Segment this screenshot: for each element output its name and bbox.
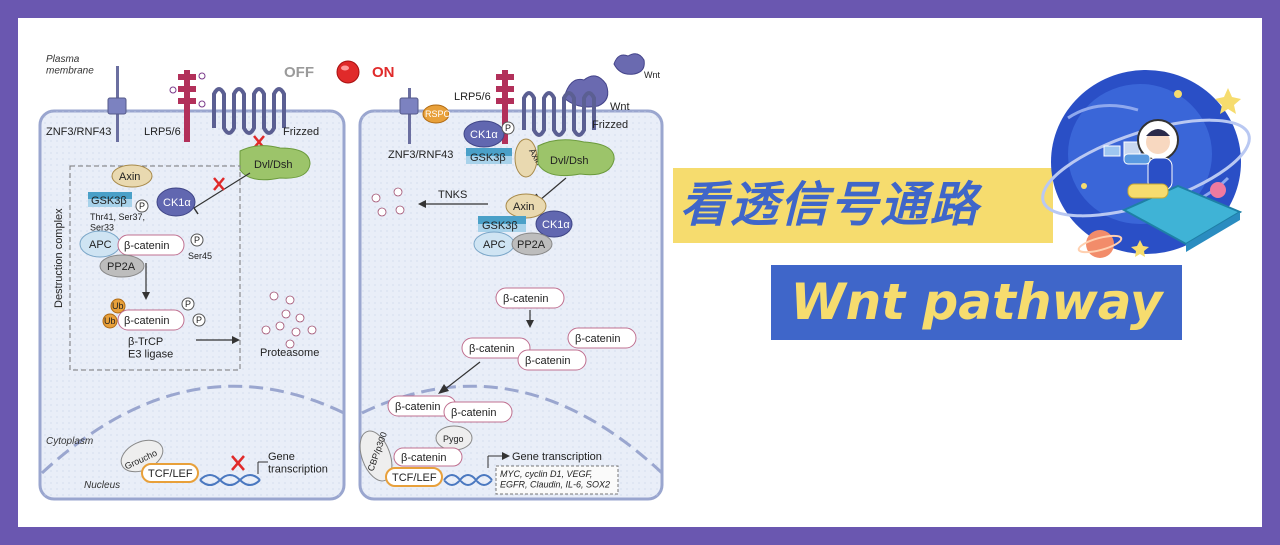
right-bcat-nuclear (393, 447, 463, 467)
title-en-highlight (771, 265, 1182, 340)
left-ck1-label: CK1α (163, 197, 191, 209)
left-lrp-receptor (169, 70, 206, 142)
right-tnks-label: TNKS (438, 189, 467, 201)
planet-icon (1210, 182, 1226, 198)
left-ck1-blob (156, 187, 196, 217)
right-bcat-1 (495, 287, 565, 309)
off-on-switch: OFF ON (284, 60, 395, 84)
left-bcat-2 (117, 309, 185, 331)
left-proteasome-fragments (261, 291, 317, 349)
astronaut-book-illustration (1041, 70, 1251, 258)
left-p-1: P (139, 201, 145, 211)
left-pp2a-label: PP2A (107, 261, 136, 273)
left-p-3: P (185, 299, 191, 309)
right-rspo-blob (422, 104, 450, 124)
left-ser45-label: Ser45 (188, 251, 212, 261)
left-tcf-box (141, 463, 199, 483)
left-znf3-receptor (107, 66, 127, 142)
right-targets-box (495, 465, 619, 495)
right-znf3-label: ZNF3/RNF43 (388, 149, 453, 161)
planet-icon (1077, 230, 1123, 258)
right-bcat-nuclear-label: β-catenin (401, 452, 446, 464)
left-cytoplasm-label: Cytoplasm (46, 436, 93, 447)
left-axin-label: Axin (119, 171, 140, 183)
right-wnt-free-ligand (613, 53, 645, 75)
left-nuclear-envelope (40, 384, 345, 475)
switch-off-label: OFF (284, 64, 314, 81)
left-bcat-1 (117, 234, 185, 256)
right-axin-label: Axin (513, 201, 534, 213)
right-pygo-label: Pygo (443, 434, 464, 444)
right-pp2a-label: PP2A (517, 239, 546, 251)
right-frizzed-label: Frizzed (592, 119, 628, 131)
left-gsk-label: GSK3β (91, 195, 127, 207)
right-gsk-label-top: GSK3β (470, 152, 506, 164)
title-chinese: 看透信号通路 (680, 177, 981, 233)
right-tnks-fragments (371, 187, 405, 217)
right-gsk-label: GSK3β (482, 220, 518, 232)
star-icon (1081, 88, 1241, 257)
astronaut-icon (1123, 119, 1179, 199)
right-dvl-blob (537, 139, 615, 177)
right-p-1: P (505, 123, 511, 133)
switch-on-label: ON (372, 64, 395, 81)
right-lrp-label: LRP5/6 (454, 91, 491, 103)
left-bcat-2-label: β-catenin (124, 315, 169, 327)
left-p-4: P (196, 315, 202, 325)
right-bcat-6 (443, 401, 513, 423)
left-znf3-label: ZNF3/RNF43 (46, 126, 111, 138)
right-bcat-3-label: β-catenin (469, 343, 514, 355)
right-dvl-label: Dvl/Dsh (550, 155, 589, 167)
right-dna (443, 474, 493, 486)
left-ub-1: Ub (112, 301, 124, 311)
right-gene-label: Gene transcription (512, 451, 602, 463)
left-dna (199, 474, 261, 486)
right-frizzed-receptor (522, 91, 596, 137)
right-bcat-6-label: β-catenin (451, 407, 496, 419)
title-english: Wnt pathway (790, 273, 1163, 331)
left-apc-label: APC (89, 239, 112, 251)
left-thr-label: Thr41, Ser37,Ser33 (90, 212, 145, 232)
right-rspo-label: RSPO (425, 109, 451, 119)
right-tcf-label: TCF/LEF (392, 472, 437, 484)
right-bcat-4-label: β-catenin (525, 355, 570, 367)
right-ck1-label-top: CK1α (470, 129, 498, 141)
left-frizzed-label: Frizzed (283, 126, 319, 138)
title-cn-highlight (673, 168, 1053, 243)
right-bcat-2 (567, 327, 637, 349)
right-apc-label: APC (483, 239, 506, 251)
right-bcat-3 (461, 337, 531, 359)
left-p-2: P (194, 235, 200, 245)
right-bcat-2-label: β-catenin (575, 333, 620, 345)
right-bcat-4 (517, 349, 587, 371)
right-wnt-top-label: Wnt (644, 70, 661, 80)
right-bcat-1-label: β-catenin (503, 293, 548, 305)
destruction-complex-label: Destruction complex (53, 208, 65, 308)
left-tcf-label: TCF/LEF (148, 468, 193, 480)
left-bcat-1-label: β-catenin (124, 240, 169, 252)
left-frizzed-receptor (212, 87, 286, 135)
left-dvl-label: Dvl/Dsh (254, 159, 293, 171)
right-wnt-label: Wnt (610, 101, 630, 113)
right-cell-on-state: RSPO ZNF3/RNF43 LRP5/6 Wnt Wnt Frizzed C… (358, 53, 664, 501)
left-lrp-label: LRP5/6 (144, 126, 181, 138)
left-inhibition-x (213, 177, 225, 191)
right-bcat-5-label: β-catenin (395, 401, 440, 413)
right-targets-label: MYC, cyclin D1, VEGF,EGFR, Claudin, IL-6… (500, 469, 610, 489)
left-gene-block-x (231, 455, 245, 471)
left-ub-2: Ub (104, 316, 116, 326)
left-nucleus-label: Nucleus (84, 480, 120, 491)
left-proteasome-label: Proteasome (260, 347, 319, 359)
right-ck1-label: CK1α (542, 219, 570, 231)
right-tcf-box (385, 467, 443, 487)
left-dvl-blob (239, 145, 311, 181)
destruction-complex-box (69, 165, 241, 371)
